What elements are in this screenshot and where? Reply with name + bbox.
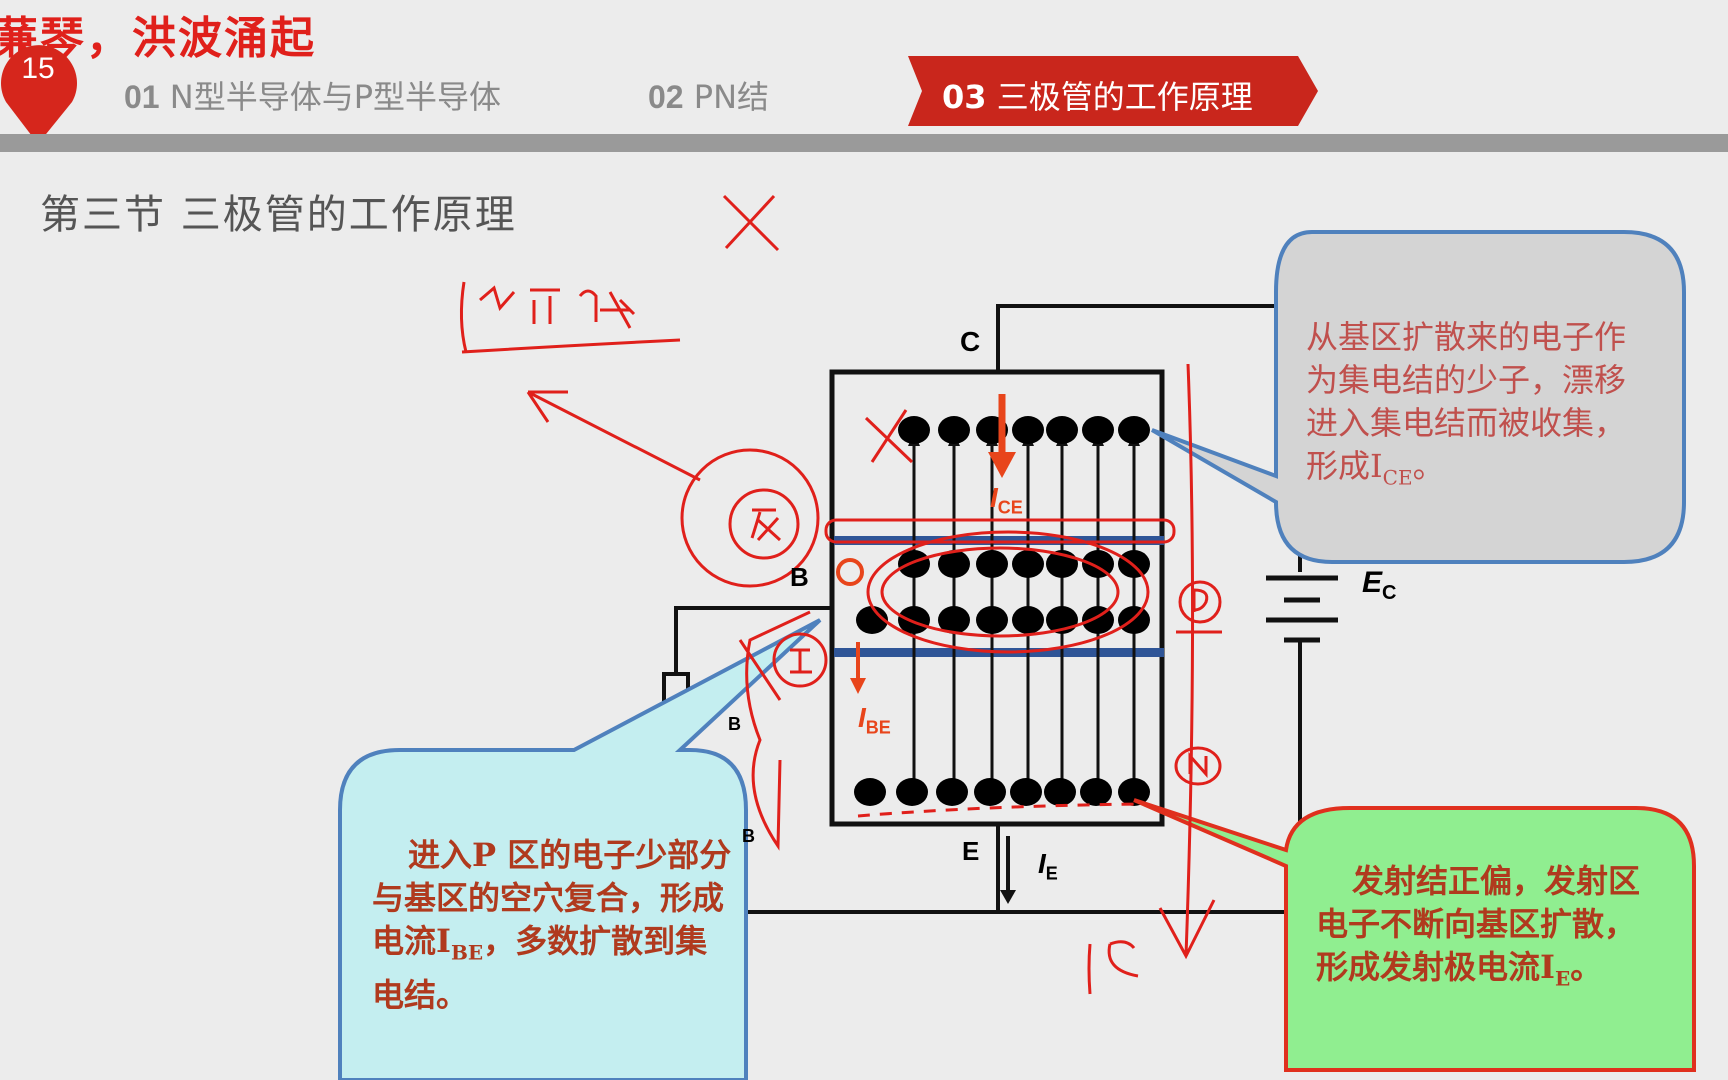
nav-item-02[interactable]: 02 PN结: [648, 72, 769, 118]
terminal-e-label: E: [962, 836, 980, 866]
ie-label: IE: [1038, 848, 1058, 884]
side-b2-label: B: [742, 826, 755, 846]
terminal-c-label: C: [960, 326, 981, 357]
nav-label: N型半导体与P型半导体: [169, 78, 502, 116]
section-title: 第三节 三极管的工作原理: [40, 192, 517, 238]
callout-bottom-right-text: 发射结正偏，发射区电子不断向基区扩散，形成发射极电流IE。: [1316, 862, 1641, 991]
nav-label: 三极管的工作原理: [996, 78, 1253, 116]
callout-top-right-text: 从基区扩散来的电子作为集电结的少子，漂移进入集电结而被收集，形成ICE。: [1306, 318, 1627, 490]
nav-item-01[interactable]: 01 N型半导体与P型半导体: [124, 72, 501, 118]
ibe-label: IBE: [858, 702, 891, 738]
callout-top-right: [1150, 230, 1686, 564]
nav-item-03[interactable]: 03 三极管的工作原理: [942, 72, 1253, 118]
active-tab-bg: [908, 56, 1318, 126]
nav-num: 02: [648, 79, 684, 115]
callout-bottom-left-text: 进入P 区的电子少部分与基区的空穴复合，形成电流IBE，多数扩散到集电结。: [372, 836, 732, 1015]
header-divider: [0, 134, 1728, 152]
nav-num: 01: [124, 79, 160, 115]
battery-ec-icon: [1266, 575, 1338, 643]
ice-label: ICE: [990, 482, 1023, 518]
handwritten-annotations: [459, 194, 1222, 995]
terminal-b-label: B: [790, 562, 809, 592]
ec-label: EC: [1362, 566, 1397, 604]
side-b-label: B: [728, 714, 741, 734]
nav-label: PN结: [693, 78, 770, 116]
callout-bottom-left: [338, 618, 822, 1080]
nav-num: 03: [942, 78, 987, 116]
transistor-body: [829, 369, 1165, 827]
hole-icon: [836, 558, 864, 586]
callout-bottom-right: [1133, 798, 1696, 1072]
page-number: 15: [21, 52, 55, 85]
